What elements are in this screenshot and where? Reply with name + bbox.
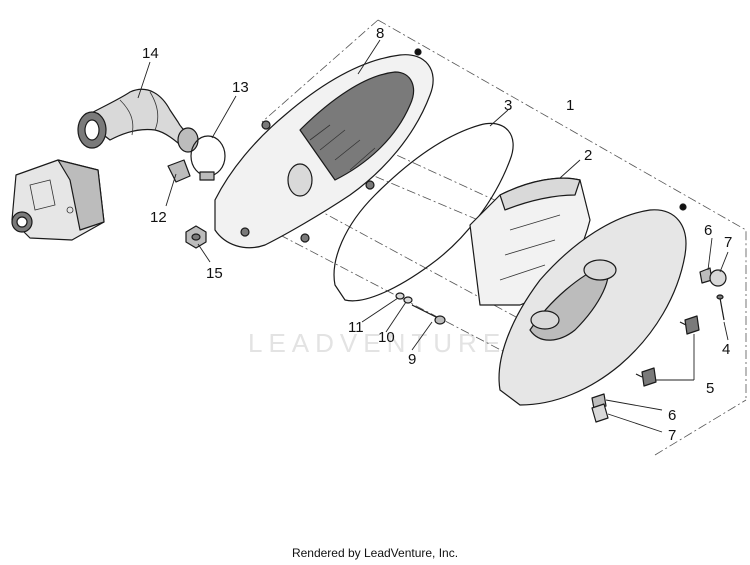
assembly-frame — [261, 19, 747, 456]
screw-parts — [635, 315, 700, 387]
washer-parts — [395, 292, 413, 304]
callout-6a: 6 — [704, 222, 712, 239]
callout-12: 12 — [150, 209, 167, 226]
callout-8: 8 — [376, 25, 384, 42]
footer-credit: Rendered by LeadVenture, Inc. — [291, 546, 459, 560]
bolt-part — [411, 304, 446, 325]
callout-13: 13 — [232, 79, 249, 96]
callout-5: 5 — [706, 380, 714, 397]
callout-15: 15 — [206, 265, 223, 282]
callout-1: 1 — [566, 97, 574, 114]
throttle-body-part — [11, 159, 105, 241]
nut-part — [185, 225, 207, 249]
callout-7b: 7 — [668, 427, 676, 444]
callout-6b: 6 — [668, 407, 676, 424]
callout-11: 11 — [348, 319, 364, 336]
intake-hose-part — [77, 88, 199, 153]
watermark-text: LEADVENTURE — [248, 328, 506, 358]
gasket-seal-part — [333, 122, 514, 302]
air-box-housing-part — [214, 48, 434, 249]
small-screw-part — [716, 294, 725, 321]
callout-10: 10 — [378, 329, 395, 346]
hose-clamp-part — [190, 135, 226, 181]
callout-labels: 1 2 3 4 5 6 7 6 7 8 9 10 11 12 13 14 15 — [142, 25, 732, 444]
callout-4: 4 — [722, 341, 730, 358]
leader-lines — [137, 39, 729, 433]
air-box-cover-part — [498, 203, 687, 406]
callout-7a: 7 — [724, 234, 732, 251]
grommet-parts — [591, 267, 727, 423]
callout-2: 2 — [584, 147, 592, 164]
callout-9: 9 — [408, 351, 416, 368]
callout-3: 3 — [504, 97, 512, 114]
callout-14: 14 — [142, 45, 159, 62]
clip-part — [167, 159, 191, 183]
